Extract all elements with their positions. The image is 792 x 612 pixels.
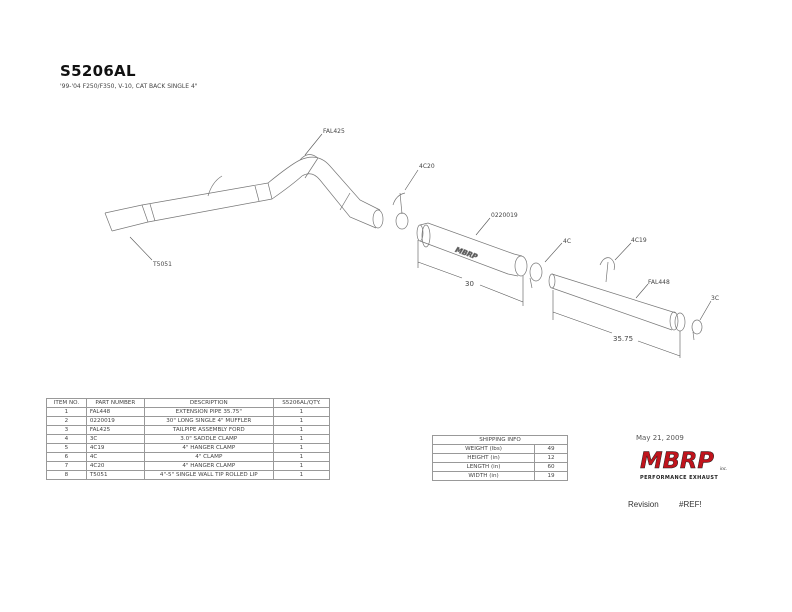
dimension-extension: 35.75 xyxy=(613,335,633,343)
description-cell: TAILPIPE ASSEMBLY FORD xyxy=(143,425,274,435)
description-cell: 30" LONG SINGLE 4" MUFFLER xyxy=(143,416,274,426)
callout-fal425: FAL425 xyxy=(323,128,345,135)
bill-of-materials-table: ITEM NO. PART NUMBER DESCRIPTION S5206AL… xyxy=(46,398,331,480)
description-cell: 4" HANGER CLAMP xyxy=(143,443,274,453)
qty-cell: 1 xyxy=(272,470,331,480)
qty-cell: 1 xyxy=(272,425,331,435)
table-row: LENGTH (in)60 xyxy=(431,462,568,472)
description-cell: 4" CLAMP xyxy=(143,452,274,462)
saddle-clamp-3c xyxy=(691,319,703,341)
part-number-cell: FAL448 xyxy=(85,407,145,417)
drawing-date: May 21, 2009 xyxy=(636,434,684,442)
mbrp-logo: MBRP inc. xyxy=(640,449,727,472)
shipping-label-cell: WIDTH (in) xyxy=(431,471,536,481)
description-cell: EXTENSION PIPE 35.75" xyxy=(143,407,274,417)
extension-pipe xyxy=(548,273,686,332)
item-no-cell: 4 xyxy=(46,434,87,444)
part-number-cell: 4C19 xyxy=(85,443,145,453)
table-header-row: ITEM NO. PART NUMBER DESCRIPTION S5206AL… xyxy=(46,398,331,408)
item-no-cell: 5 xyxy=(46,443,87,453)
callout-fal448: FAL448 xyxy=(648,279,670,286)
part-number-cell: 3C xyxy=(85,434,145,444)
shipping-value-cell: 19 xyxy=(534,471,568,481)
header-item-no: ITEM NO. xyxy=(46,398,87,408)
header-description: DESCRIPTION xyxy=(143,398,274,408)
qty-cell: 1 xyxy=(272,416,331,426)
logo-inc: inc. xyxy=(720,466,727,471)
header-part-number: PART NUMBER xyxy=(85,398,145,408)
part-number-cell: 0220019 xyxy=(85,416,145,426)
item-no-cell: 2 xyxy=(46,416,87,426)
shipping-label-cell: HEIGHT (in) xyxy=(431,453,536,463)
shipping-value-cell: 12 xyxy=(534,453,568,463)
hanger-clamp-4c20 xyxy=(392,192,409,230)
part-number-cell: T5051 xyxy=(85,470,145,480)
shipping-label-cell: LENGTH (in) xyxy=(431,462,536,472)
callout-0220019: 0220019 xyxy=(491,212,518,219)
part-number-title: S5206AL xyxy=(60,62,136,80)
qty-cell: 1 xyxy=(272,452,331,462)
callout-t5051: T5051 xyxy=(152,261,172,268)
muffler: MBRP xyxy=(416,222,528,277)
clamp-4c xyxy=(529,262,543,289)
qty-cell: 1 xyxy=(272,461,331,471)
description-cell: 4" HANGER CLAMP xyxy=(143,461,274,471)
qty-cell: 1 xyxy=(272,443,331,453)
hanger-clamp-4c19 xyxy=(599,257,615,283)
logo-tagline: PERFORMANCE EXHAUST xyxy=(640,475,719,481)
revision-value: #REF! xyxy=(679,500,702,509)
item-no-cell: 1 xyxy=(46,407,87,417)
item-no-cell: 6 xyxy=(46,452,87,462)
callout-4c19: 4C19 xyxy=(631,237,647,244)
tailpipe-assembly xyxy=(104,154,384,232)
table-row: HEIGHT (in)12 xyxy=(431,453,568,463)
table-row: WEIGHT (lbs)49 xyxy=(431,444,568,454)
part-number-cell: 4C xyxy=(85,452,145,462)
table-row: WIDTH (in)19 xyxy=(431,471,568,481)
header-qty: S5206AL/QTY. xyxy=(272,398,331,408)
leader-lines xyxy=(129,133,712,358)
part-number-cell: FAL425 xyxy=(85,425,145,435)
shipping-title: SHIPPING INFO xyxy=(432,435,568,445)
description-cell: 4"-5" SINGLE WALL TIP ROLLED LIP xyxy=(143,470,274,480)
description-cell: 3.0" SADDLE CLAMP xyxy=(143,434,274,444)
qty-cell: 1 xyxy=(272,434,331,444)
part-description: '99-'04 F250/F350, V-10, CAT BACK SINGLE… xyxy=(60,83,198,90)
item-no-cell: 8 xyxy=(46,470,87,480)
callout-4c20: 4C20 xyxy=(419,163,435,170)
item-no-cell: 7 xyxy=(46,461,87,471)
callout-3c: 3C xyxy=(711,295,719,302)
item-no-cell: 3 xyxy=(46,425,87,435)
dimension-muffler: 30 xyxy=(465,280,474,288)
shipping-label-cell: WEIGHT (lbs) xyxy=(431,444,536,454)
shipping-value-cell: 49 xyxy=(534,444,568,454)
shipping-value-cell: 60 xyxy=(534,462,568,472)
part-number-cell: 4C20 xyxy=(85,461,145,471)
callout-4c: 4C xyxy=(563,238,571,245)
muffler-logo: MBRP xyxy=(454,246,479,262)
logo-text: MBRP xyxy=(640,449,714,472)
revision-label: Revision xyxy=(628,500,659,509)
qty-cell: 1 xyxy=(272,407,331,417)
